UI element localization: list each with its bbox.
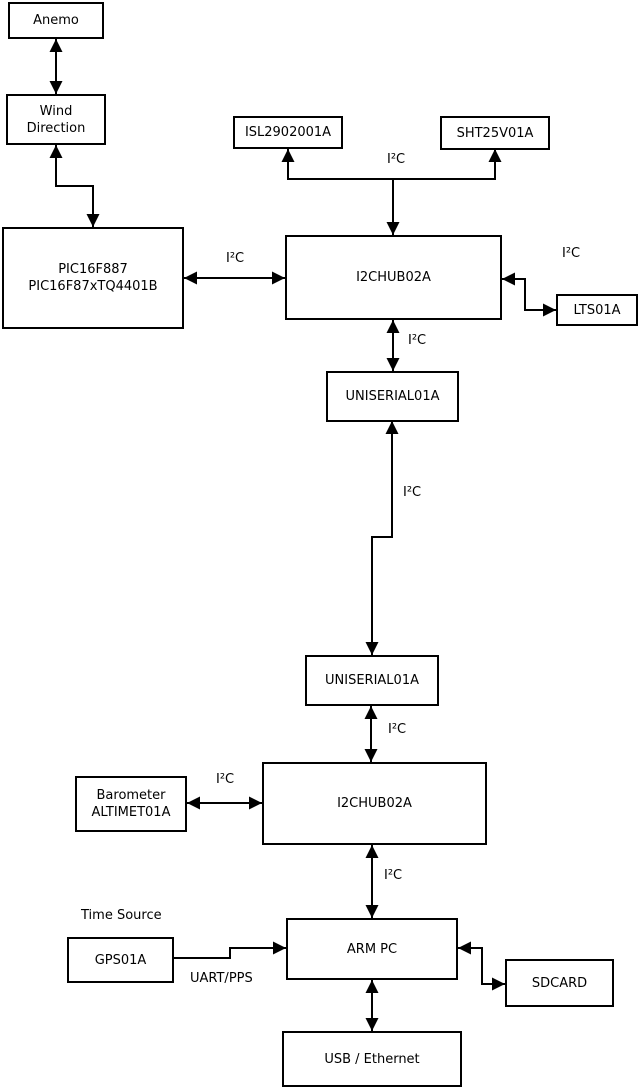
node-i2chub02a-2-label: I2CHUB02A <box>337 796 412 811</box>
node-gps01a: GPS01A <box>67 937 174 983</box>
node-wind-direction-label-line1: Wind <box>39 103 73 119</box>
node-uniserial01a-1-label: UNISERIAL01A <box>345 389 440 404</box>
node-lts01a-label: LTS01A <box>573 302 621 318</box>
node-anemo-label: Anemo <box>33 13 79 28</box>
connector-hub1-lts <box>502 272 556 317</box>
node-barometer-label-line2: ALTIMET01A <box>91 805 171 820</box>
connector-barometer-hub2 <box>187 796 262 810</box>
node-i2chub02a-2: I2CHUB02A <box>262 762 487 845</box>
node-barometer-label-line1: Barometer <box>96 788 166 803</box>
bus-label-pic-hub1-i2c: I²C <box>226 251 245 266</box>
connector-uniserial1-uniserial2 <box>365 421 399 655</box>
node-sdcard-label: SDCARD <box>531 975 588 991</box>
node-lts01a: LTS01A <box>556 294 638 326</box>
node-usb-ethernet: USB / Ethernet <box>282 1031 462 1087</box>
node-pic-label-line1: PIC16F887 <box>58 262 128 277</box>
node-i2chub02a-1-label: I2CHUB02A <box>356 270 431 285</box>
connector-hub2-armpc <box>365 845 379 918</box>
connector-pic-hub1 <box>184 271 285 285</box>
bus-label-uniserial2-hub2-i2c: I²C <box>388 722 407 737</box>
bus-label-uniserial-link-i2c: I²C <box>403 485 422 500</box>
bus-label-hub1-uniserial1-i2c: I²C <box>408 333 427 348</box>
node-isl2902001a-label: ISL2902001A <box>244 125 332 140</box>
connector-wind-direction-pic <box>49 145 100 227</box>
bus-label-top-i2c: I²C <box>387 152 406 167</box>
node-pic: PIC16F887 PIC16F87xTQ4401B <box>2 227 184 329</box>
connector-uniserial2-hub2 <box>364 706 378 762</box>
bus-label-barometer-hub2-i2c: I²C <box>216 772 235 787</box>
node-sht25v01a: SHT25V01A <box>440 116 550 150</box>
node-uniserial01a-1: UNISERIAL01A <box>326 371 459 422</box>
node-uniserial01a-2: UNISERIAL01A <box>305 655 439 706</box>
connector-anemo-wind-direction <box>49 39 63 94</box>
label-time-source: Time Source <box>81 908 162 923</box>
connector-gps-armpc <box>174 941 286 959</box>
connector-hub1-uniserial1 <box>386 320 400 371</box>
node-i2chub02a-1: I2CHUB02A <box>285 235 502 320</box>
bus-label-hub1-lts-i2c: I²C <box>562 246 581 261</box>
connector-hub1-isl-sht <box>281 149 502 235</box>
node-arm-pc-label: ARM PC <box>346 941 398 957</box>
node-uniserial01a-2-label: UNISERIAL01A <box>325 673 419 688</box>
node-isl2902001a: ISL2902001A <box>233 116 343 149</box>
node-anemo: Anemo <box>8 2 104 39</box>
node-sdcard: SDCARD <box>505 959 614 1007</box>
connector-armpc-sdcard <box>458 941 505 991</box>
node-sht25v01a-label: SHT25V01A <box>456 125 534 141</box>
node-arm-pc: ARM PC <box>286 918 458 980</box>
node-gps01a-label: GPS01A <box>94 952 147 968</box>
node-pic-label-line2: PIC16F87xTQ4401B <box>28 279 158 294</box>
node-barometer: Barometer ALTIMET01A <box>75 776 187 832</box>
connector-armpc-usb <box>365 980 379 1031</box>
bus-label-hub2-armpc-i2c: I²C <box>384 868 403 883</box>
node-wind-direction-label-line2: Direction <box>26 120 86 136</box>
node-usb-ethernet-label: USB / Ethernet <box>324 1051 420 1067</box>
label-uart-pps: UART/PPS <box>190 971 253 986</box>
node-wind-direction: Wind Direction <box>6 94 106 145</box>
